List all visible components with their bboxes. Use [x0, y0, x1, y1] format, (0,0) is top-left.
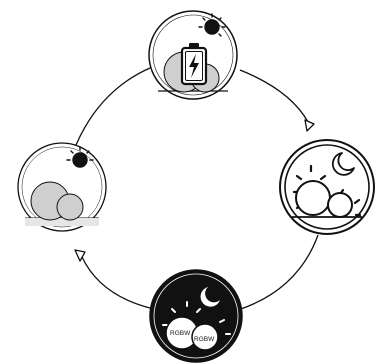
arc-top-to-right: [239, 69, 309, 123]
sun-icon: [198, 13, 226, 37]
arrow-head-left: [74, 249, 86, 262]
moon-icon: [331, 152, 355, 176]
stage-daytime-sun: [17, 142, 107, 232]
dusk-orb-large: [295, 180, 331, 216]
stage-dusk-light-on: [279, 139, 375, 235]
rgbw-orb-small: [191, 323, 219, 351]
dusk-orb-small: [327, 192, 353, 218]
arrow-head-right: [304, 119, 315, 132]
rgbw-label-small: RGBW: [194, 336, 215, 343]
light-ray-icon: [162, 301, 231, 335]
arc-bottom-to-left: [81, 256, 151, 309]
stage-sunny-charging: [148, 10, 238, 100]
day-orb-small: [56, 193, 84, 221]
stage-night-rgbw-glow: RGBW RGBW: [149, 269, 243, 363]
sun-icon: [66, 146, 94, 168]
cycle-arcs: [75, 67, 319, 311]
rgbw-label-large: RGBW: [170, 330, 191, 337]
battery-charging-icon: [180, 43, 208, 86]
moon-icon: [200, 287, 220, 307]
arc-left-to-top: [75, 67, 151, 146]
arc-right-to-bottom: [237, 234, 319, 311]
